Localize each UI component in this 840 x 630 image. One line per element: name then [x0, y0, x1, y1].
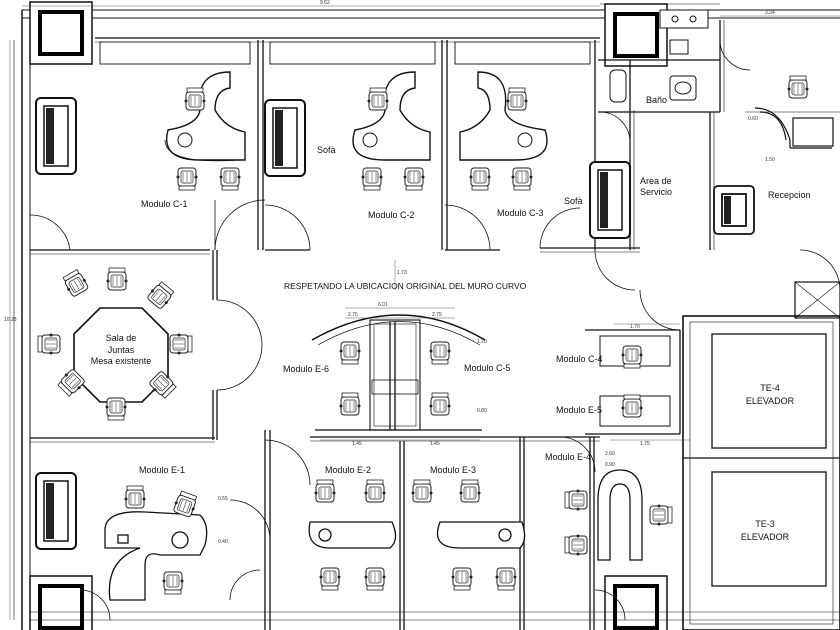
dim-left-height: 10.28: [4, 317, 17, 323]
label-modulo-e5: Modulo E-5: [556, 405, 603, 415]
bathroom-fixtures: [609, 9, 709, 103]
label-elevador-te4: TE-4 ELEVADOR: [745, 383, 795, 406]
label-elevador-te3: TE-3 ELEVADOR: [740, 519, 790, 542]
label-modulo-e3: Modulo E-3: [430, 465, 477, 475]
label-muro-curvo: RESPETANDO LA UBICACION ORIGINAL DEL MUR…: [284, 281, 527, 291]
desk-module-c2: [352, 71, 431, 161]
label-modulo-c3: Modulo C-3: [497, 208, 544, 218]
label-sala-juntas: Sala de Juntas Mesa existente: [90, 333, 152, 367]
dim-e1-b: 0.40: [218, 539, 228, 545]
label-modulo-e6: Modulo E-6: [283, 364, 330, 374]
curved-wall: [311, 314, 486, 346]
dim-desk-gap: 0.80: [477, 408, 487, 414]
desk-module-c1: [164, 71, 246, 162]
dim-corridor: 1.73: [397, 270, 407, 276]
label-modulo-c2: Modulo C-2: [368, 210, 415, 220]
label-modulo-e2: Modulo E-2: [325, 465, 372, 475]
reception-counter: [754, 107, 834, 149]
dim-right-cluster-top: 1.70: [630, 324, 640, 330]
elevator-marks: [794, 281, 840, 319]
label-sofa-service: Sofà: [564, 196, 583, 206]
reception-chair-block: [713, 185, 755, 235]
dim-curve-width: 6.01: [378, 302, 388, 308]
cabinet-strip: [99, 41, 591, 65]
label-modulo-e1: Modulo E-1: [139, 465, 186, 475]
dim-top-width: 9.52: [320, 0, 330, 6]
dimension-lines: [9, 5, 840, 620]
desk-module-c3: [459, 71, 548, 161]
label-modulo-c4: Modulo C-4: [556, 354, 603, 364]
interior-walls: [30, 20, 840, 630]
dim-right-module: 2.75: [432, 312, 442, 318]
label-sofa-c2: Sofà: [317, 145, 336, 155]
dim-bottom-left: 1.45: [352, 441, 362, 447]
dim-reception-a: 0.60: [748, 116, 758, 122]
dim-left-module: 2.75: [348, 312, 358, 318]
dim-e1-a: 0.55: [218, 496, 228, 502]
label-modulo-e4: Modulo E-4: [545, 452, 592, 462]
dim-reception-b: 1.50: [765, 157, 775, 163]
label-modulo-c1: Modulo C-1: [141, 199, 188, 209]
label-bano: Baño: [646, 95, 668, 105]
label-modulo-c5: Modulo C-5: [464, 363, 511, 373]
dim-desk-depth: 1.20: [477, 339, 487, 345]
desk-module-e2-e3: [308, 521, 526, 549]
dim-right-cluster: 1.75: [640, 441, 650, 447]
door-swings: [29, 39, 840, 621]
conference-table: [73, 307, 169, 403]
desk-module-e1: [104, 511, 208, 601]
dim-e4-a: 2.60: [605, 451, 615, 457]
dim-bottom-right: 1.45: [430, 441, 440, 447]
label-recepcion: Recepcion: [768, 190, 811, 200]
dim-top-right: 3.34: [765, 10, 775, 16]
desk-module-e4: [597, 469, 643, 561]
dim-e4-b: 0.90: [605, 462, 615, 468]
desk-module-e6-c5: [369, 319, 421, 431]
label-area-servicio: Area de Servicio: [640, 176, 673, 198]
